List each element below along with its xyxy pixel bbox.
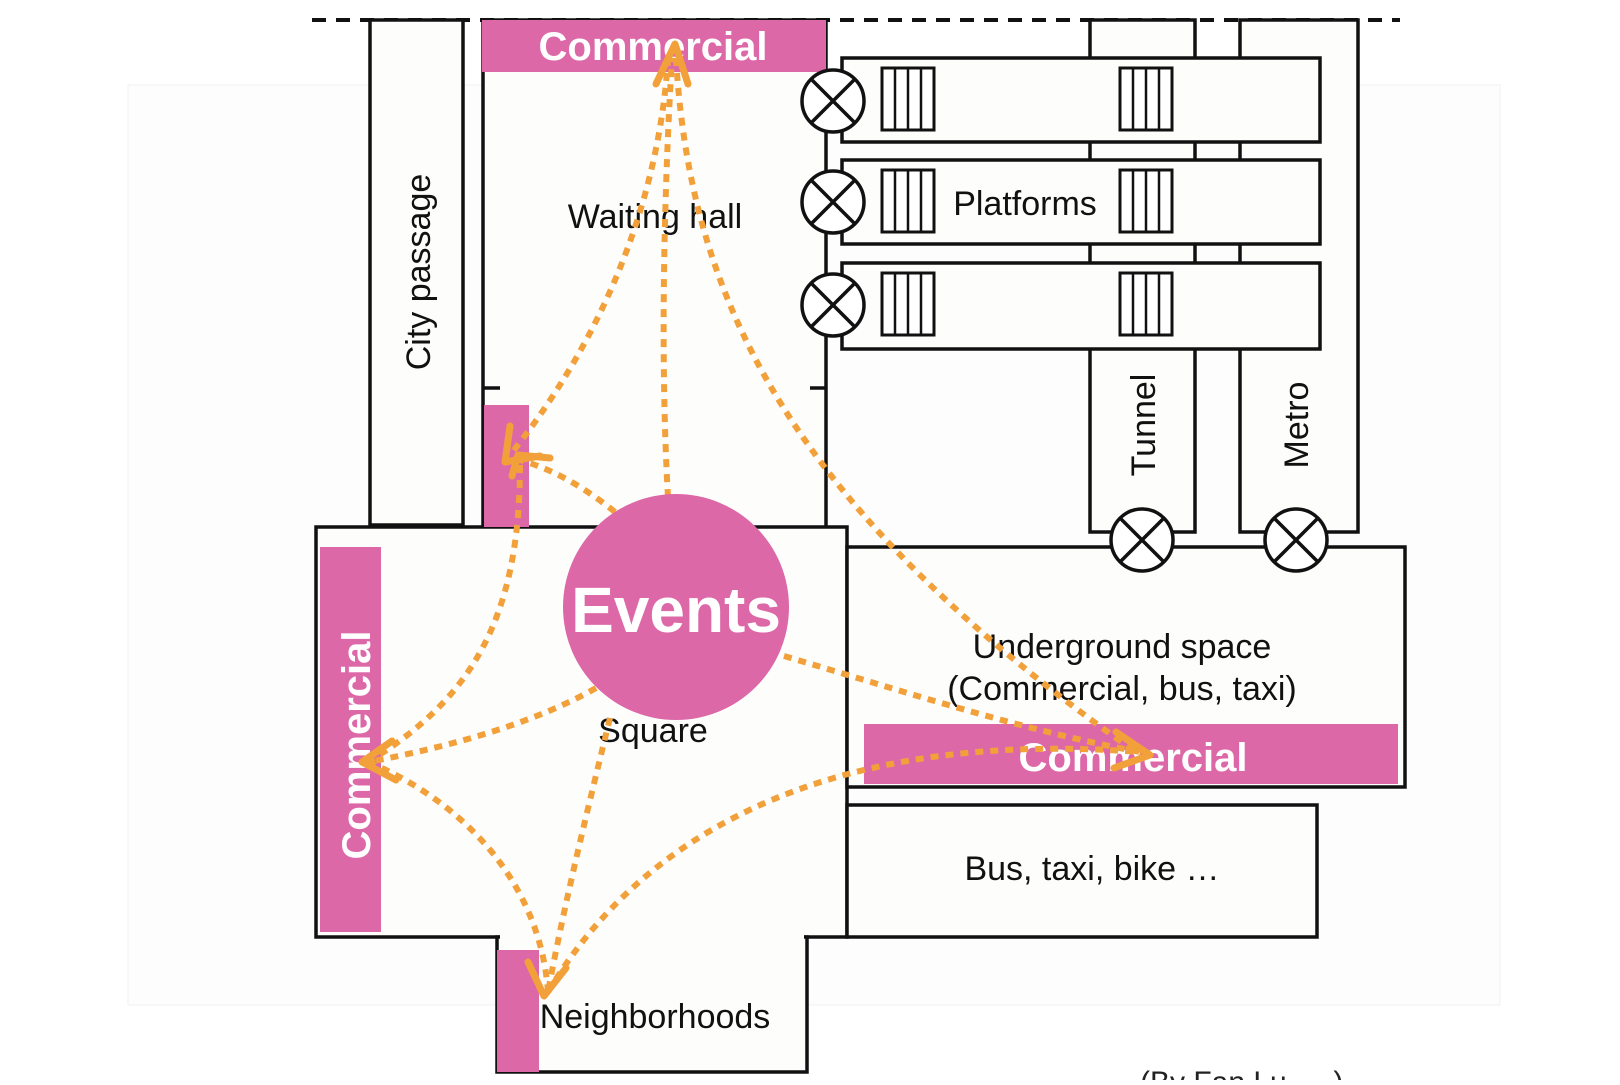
gate-x-icon [1109,507,1175,573]
underground-label-line2: (Commercial, bus, taxi) [947,670,1297,708]
tunnel-label: Tunnel [1125,374,1163,477]
neighborhoods [495,935,809,1074]
flow-arrows [366,57,1142,994]
bus-taxi-bike-area [845,803,1319,939]
underground-label-line1: Underground space [973,628,1272,666]
arrow-head-icon [652,40,692,88]
gate-x-icon [800,68,866,134]
stair-icon [880,271,936,337]
commercial-top-block [482,20,826,72]
gate-x-icon [800,272,866,338]
arrow-heads [358,40,1154,1000]
stair-icon [880,66,936,132]
commercial-left-block [320,547,381,932]
commercial-left-label: Commercial [335,631,379,860]
gate-x-icon [800,169,866,235]
metro-label: Metro [1278,382,1316,469]
flow-events-to-left [367,685,598,765]
flow-neighborhoods-to-underground [545,745,1141,994]
arrow-head-icon [508,451,554,480]
platforms-label: Platforms [953,185,1097,223]
neighborhoods-label: Neighborhoods [540,998,771,1036]
flow-events-to-underground [783,653,1141,755]
stair-icon [1118,271,1174,337]
arrow-head-icon [358,737,400,784]
flow-top-to-underground [673,57,1142,758]
stair-icon [1118,66,1174,132]
flow-left-to-neighborhoods [366,759,551,993]
stair-icon [880,168,936,234]
events-circle [563,494,789,720]
arrow-head-icon [524,958,570,1000]
events-label: Events [571,574,781,646]
arrow-head-icon [1110,728,1154,772]
city-passage-label: City passage [400,174,438,371]
flow-events-to-hall [519,457,617,515]
stair-icon [1118,168,1174,234]
gate-x-icon [1263,507,1329,573]
flow-events-to-neighborhoods [545,717,613,993]
credit-text: (By Fan Lu, …) [1140,1066,1343,1080]
flow-hall-to-left [366,464,523,765]
commercial-top-label: Commercial [539,25,768,69]
waiting-hall-label: Waiting hall [568,198,742,236]
city-passage [368,18,465,527]
bus-taxi-bike-label: Bus, taxi, bike … [964,850,1219,888]
